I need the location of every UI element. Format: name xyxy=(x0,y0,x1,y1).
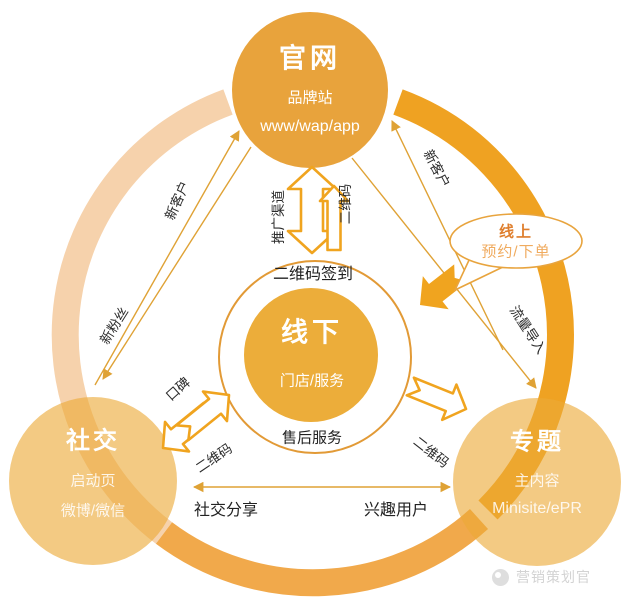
new-customer-right-line xyxy=(391,120,504,351)
social-node-title: 社交 xyxy=(66,427,120,455)
label-interest-users: 兴趣用户 xyxy=(363,502,429,519)
topic-node-detail: Minisite/ePR xyxy=(492,500,582,517)
label-promo-channel: 推广渠道 xyxy=(271,190,286,244)
topic-node-title: 专题 xyxy=(510,428,564,456)
watermark: 营销策划官 xyxy=(492,567,591,587)
label-social-share: 社交分享 xyxy=(193,502,259,519)
topic-node-circle xyxy=(453,398,621,566)
social-node-circle xyxy=(9,397,177,565)
bubble-line1: 线上 xyxy=(498,223,534,241)
website-node-subtitle: 品牌站 xyxy=(287,89,333,107)
online-order-solid-arrow xyxy=(420,264,468,310)
social-node-detail: 微博/微信 xyxy=(60,502,126,520)
offline-node-title: 线下 xyxy=(281,317,343,348)
topic-node-subtitle: 主内容 xyxy=(514,472,560,490)
bubble-ellipse xyxy=(449,213,583,269)
label-qr-checkin: 二维码签到 xyxy=(272,266,354,283)
ring-arc-bottom xyxy=(155,508,489,597)
social-node-subtitle: 启动页 xyxy=(70,472,116,490)
website-node-title: 官网 xyxy=(279,43,341,74)
offline-node-circle xyxy=(244,288,378,422)
promo-channel-double-arrow xyxy=(286,165,338,255)
new-fans-line xyxy=(102,146,252,380)
label-after-sales: 售后服务 xyxy=(281,429,343,447)
website-node-circle xyxy=(232,12,388,168)
bubble-line2: 预约/下单 xyxy=(481,243,551,261)
label-qr-vertical: 二维码 xyxy=(338,183,353,225)
new-customer-left-line xyxy=(94,130,240,386)
website-node-detail: www/wap/app xyxy=(260,118,360,135)
watermark-text: 营销策划官 xyxy=(516,569,591,585)
qr-arrow-to-topic xyxy=(401,367,475,428)
watermark-logo-icon xyxy=(492,568,509,586)
qr-up-arrow xyxy=(318,184,350,252)
offline-node-subtitle: 门店/服务 xyxy=(279,372,345,390)
